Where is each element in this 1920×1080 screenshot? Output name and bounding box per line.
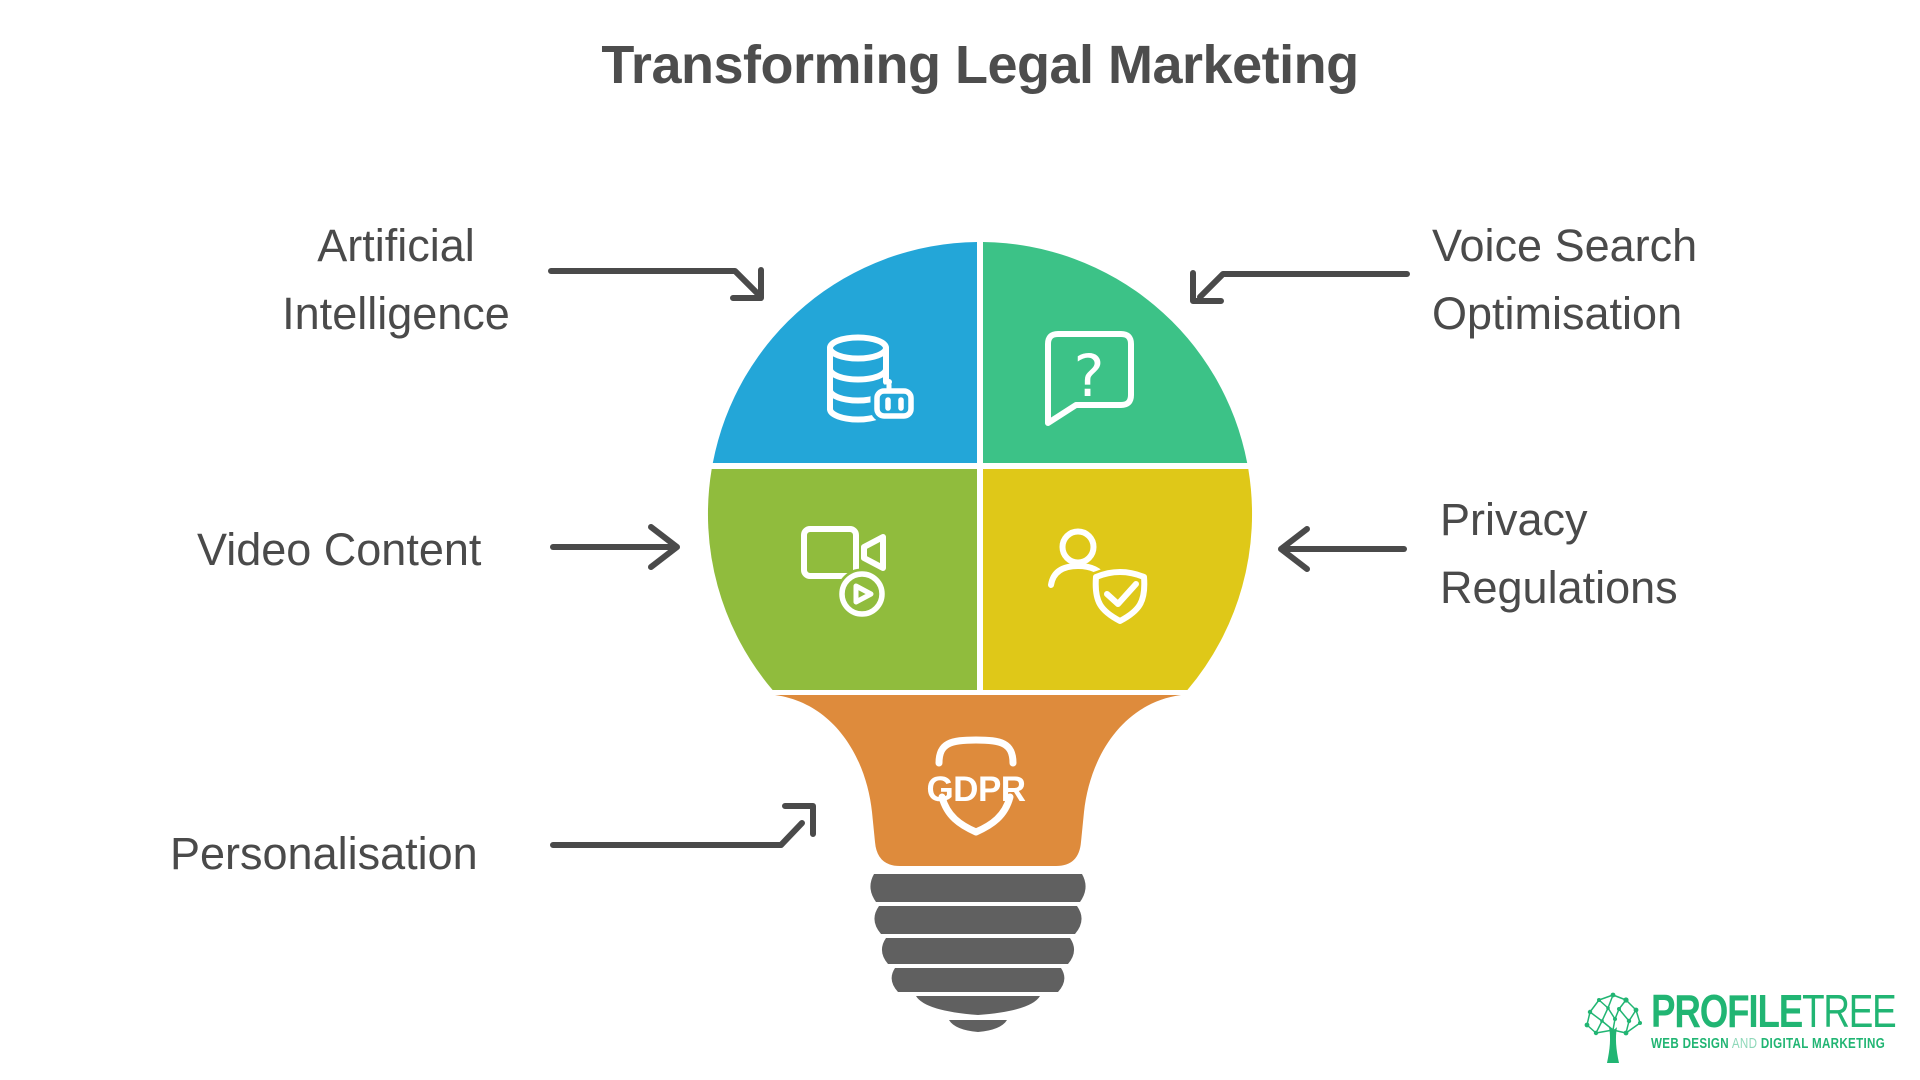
label-privacy-regulations: Privacy Regulations	[1440, 494, 1678, 613]
page-title: Transforming Legal Marketing	[601, 35, 1359, 95]
lightbulb-diagram: ? GDPR	[707, 242, 1253, 1032]
video-camera-icon	[801, 526, 888, 620]
segment-artificial-intelligence	[712, 242, 977, 463]
label-voice-search-optimisation: Voice Search Optimisation	[1432, 220, 1698, 339]
segment-gdpr-neck	[775, 695, 1181, 866]
svg-text:GDPR: GDPR	[926, 770, 1025, 809]
svg-text:?: ?	[1074, 342, 1105, 410]
question-bubble-icon: ?	[1045, 331, 1134, 426]
gdpr-shield-icon: GDPR	[926, 736, 1026, 836]
bulb-screw-base	[870, 874, 1086, 1032]
database-ai-icon	[827, 334, 918, 423]
label-personalisation: Personalisation	[170, 828, 478, 879]
label-artificial-intelligence: Artificial Intelligence	[282, 220, 510, 339]
label-video-content: Video Content	[197, 524, 482, 575]
person-shield-icon	[1048, 528, 1150, 627]
profiletree-wordmark: PROFILETREE	[1651, 985, 1897, 1037]
segment-voice-search	[983, 242, 1248, 463]
profiletree-tree-icon	[1584, 992, 1642, 1063]
profiletree-tagline: WEB DESIGN AND DIGITAL MARKETING	[1651, 1036, 1886, 1053]
profiletree-logo: PROFILETREE WEB DESIGN AND DIGITAL MARKE…	[1582, 985, 1920, 1064]
